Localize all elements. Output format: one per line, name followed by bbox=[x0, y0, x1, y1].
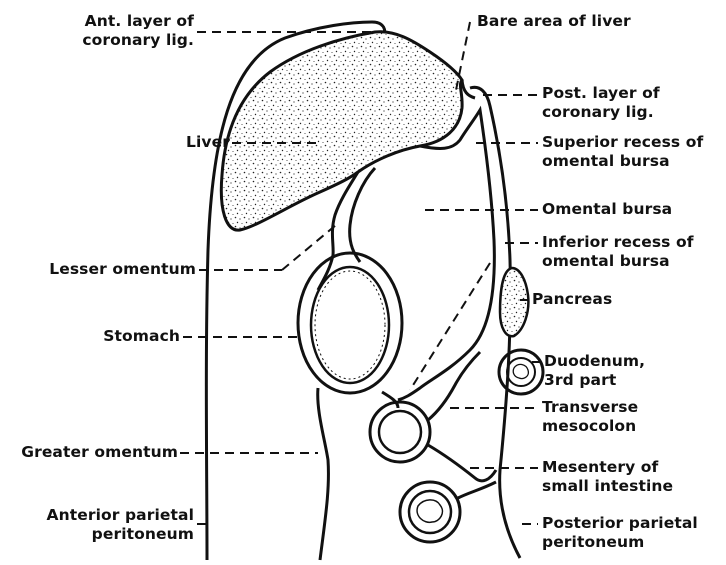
label-mesentery-line-2: small intestine bbox=[542, 477, 673, 496]
duodenum-inner bbox=[507, 358, 535, 386]
label-posterior-parietal-line-1: Posterior parietal bbox=[542, 514, 698, 533]
label-duodenum-line-1: Duodenum, bbox=[544, 352, 645, 371]
duodenum-lumen bbox=[513, 364, 528, 378]
label-lesser-omentum-line-1: Lesser omentum bbox=[20, 260, 196, 279]
label-mesentery: Mesentery of small intestine bbox=[542, 458, 673, 496]
label-pancreas: Pancreas bbox=[532, 290, 612, 309]
label-superior-recess: Superior recess of omental bursa bbox=[542, 133, 703, 171]
label-inferior-recess-line-1: Inferior recess of bbox=[542, 233, 694, 252]
label-anterior-parietal: Anterior parietal peritoneum bbox=[10, 506, 194, 544]
label-post-layer-line-1: Post. layer of bbox=[542, 84, 660, 103]
label-pancreas-line-1: Pancreas bbox=[532, 290, 612, 309]
label-inferior-recess-line-2: omental bursa bbox=[542, 252, 694, 271]
label-ant-layer: Ant. layer of coronary lig. bbox=[26, 12, 194, 50]
label-inferior-recess: Inferior recess of omental bursa bbox=[542, 233, 694, 271]
bare-area bbox=[462, 80, 475, 98]
label-omental-bursa-line-1: Omental bursa bbox=[542, 200, 672, 219]
label-greater-omentum-line-1: Greater omentum bbox=[4, 443, 178, 462]
stomach-mucosa bbox=[315, 271, 385, 379]
label-anterior-parietal-line-2: peritoneum bbox=[10, 525, 194, 544]
stomach-inner bbox=[311, 267, 389, 383]
label-bare-area: Bare area of liver bbox=[477, 12, 631, 31]
leader-lesser-omentum-d bbox=[282, 225, 336, 270]
transverse-colon-inner bbox=[379, 411, 421, 453]
label-greater-omentum: Greater omentum bbox=[4, 443, 178, 462]
label-anterior-parietal-line-1: Anterior parietal bbox=[10, 506, 194, 525]
label-ant-layer-line-2: coronary lig. bbox=[26, 31, 194, 50]
leader-inferior-recess-d bbox=[410, 263, 490, 390]
label-posterior-parietal: Posterior parietal peritoneum bbox=[542, 514, 698, 552]
label-superior-recess-line-1: Superior recess of bbox=[542, 133, 703, 152]
label-duodenum: Duodenum, 3rd part bbox=[544, 352, 645, 390]
label-omental-bursa: Omental bursa bbox=[542, 200, 672, 219]
label-liver: Liver bbox=[150, 133, 230, 152]
label-lesser-omentum: Lesser omentum bbox=[20, 260, 196, 279]
label-duodenum-line-2: 3rd part bbox=[544, 371, 645, 390]
small-intestine-lumen bbox=[417, 500, 442, 522]
label-liver-line-1: Liver bbox=[150, 133, 230, 152]
label-post-layer-line-2: coronary lig. bbox=[542, 103, 660, 122]
label-posterior-parietal-line-2: peritoneum bbox=[542, 533, 698, 552]
omental-bursa-wall bbox=[398, 110, 494, 400]
label-post-layer: Post. layer of coronary lig. bbox=[542, 84, 660, 122]
label-transverse-mesocolon-line-1: Transverse bbox=[542, 398, 638, 417]
label-stomach: Stomach bbox=[80, 327, 180, 346]
label-transverse-mesocolon-line-2: mesocolon bbox=[542, 417, 638, 436]
pancreas bbox=[500, 268, 528, 336]
label-stomach-line-1: Stomach bbox=[80, 327, 180, 346]
label-bare-area-line-1: Bare area of liver bbox=[477, 12, 631, 31]
duodenum-outer bbox=[499, 350, 543, 394]
label-mesentery-line-1: Mesentery of bbox=[542, 458, 673, 477]
label-ant-layer-line-1: Ant. layer of bbox=[26, 12, 194, 31]
label-superior-recess-line-2: omental bursa bbox=[542, 152, 703, 171]
mesentery bbox=[458, 482, 496, 498]
stomach-outer bbox=[298, 253, 402, 393]
greater-omentum-left bbox=[318, 388, 329, 560]
transverse-mesocolon-lower bbox=[428, 445, 496, 481]
small-intestine-inner bbox=[409, 491, 451, 533]
label-transverse-mesocolon: Transverse mesocolon bbox=[542, 398, 638, 436]
